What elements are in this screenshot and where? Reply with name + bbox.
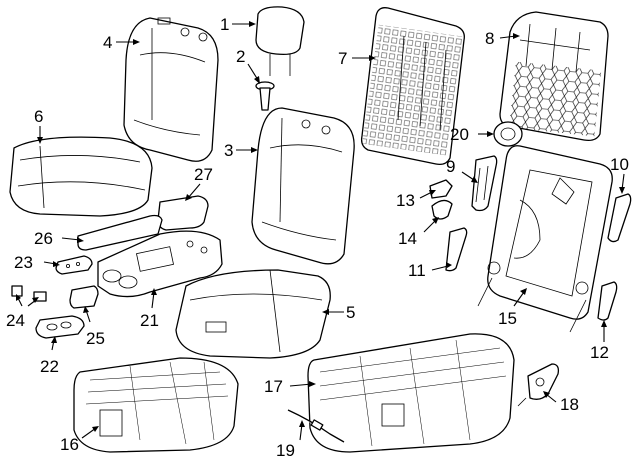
part-26-armrest-lid <box>77 214 163 251</box>
callout-10: 10 <box>610 155 629 174</box>
callout-labels: 1 2 3 4 5 6 7 8 9 10 11 12 13 14 15 16 1… <box>6 15 629 460</box>
callout-19: 19 <box>276 441 295 460</box>
callout-7: 7 <box>338 49 347 68</box>
callout-16: 16 <box>60 435 79 454</box>
leader-lines <box>16 21 625 441</box>
callout-14: 14 <box>398 229 417 248</box>
part-13-clip <box>429 179 453 199</box>
part-20-grommet <box>493 121 523 147</box>
callout-2: 2 <box>236 47 245 66</box>
part-9-side-bracket <box>471 155 498 212</box>
callout-5: 5 <box>346 303 355 322</box>
part-2-headrest-guide <box>255 81 275 111</box>
part-12-lower-trim <box>597 281 618 321</box>
callout-15: 15 <box>498 309 517 328</box>
callout-24: 24 <box>6 311 25 330</box>
callout-27: 27 <box>194 165 213 184</box>
callout-8: 8 <box>485 29 494 48</box>
part-1-headrest <box>255 6 305 76</box>
part-3-seat-back-cover <box>251 107 355 265</box>
part-15-seat-back-frame <box>477 145 613 333</box>
part-10-side-cover <box>607 193 632 243</box>
part-6-cushion-cover <box>9 136 153 217</box>
callout-6: 6 <box>34 107 43 126</box>
part-22-tray <box>35 315 85 339</box>
part-8-back-pad <box>499 11 609 142</box>
part-18-actuator <box>517 363 560 407</box>
callout-22: 22 <box>40 357 59 376</box>
part-7-back-panel <box>360 7 465 166</box>
callout-13: 13 <box>396 191 415 210</box>
callout-17: 17 <box>264 377 283 396</box>
callout-9: 9 <box>446 157 455 176</box>
callout-25: 25 <box>86 329 105 348</box>
part-27-pad <box>157 195 209 231</box>
part-17-cushion-frame <box>307 333 515 453</box>
callout-1: 1 <box>220 15 229 34</box>
part-4-seat-back-cover <box>123 17 219 162</box>
part-14-latch <box>431 199 453 220</box>
part-11-trim <box>445 227 468 272</box>
part-5-seat-cushion <box>175 269 331 359</box>
callout-23: 23 <box>14 253 33 272</box>
callout-26: 26 <box>34 229 53 248</box>
callout-21: 21 <box>140 311 159 330</box>
part-23-bracket <box>55 255 93 275</box>
callout-18: 18 <box>560 395 579 414</box>
callout-20: 20 <box>450 125 469 144</box>
part-25-cup-holder <box>69 285 99 309</box>
part-19-cable <box>287 409 345 443</box>
callout-11: 11 <box>408 261 426 280</box>
callout-4: 4 <box>103 33 112 52</box>
callout-12: 12 <box>590 343 609 362</box>
part-16-cushion-frame <box>73 357 239 453</box>
part-21-console <box>97 230 223 298</box>
callout-3: 3 <box>224 141 233 160</box>
